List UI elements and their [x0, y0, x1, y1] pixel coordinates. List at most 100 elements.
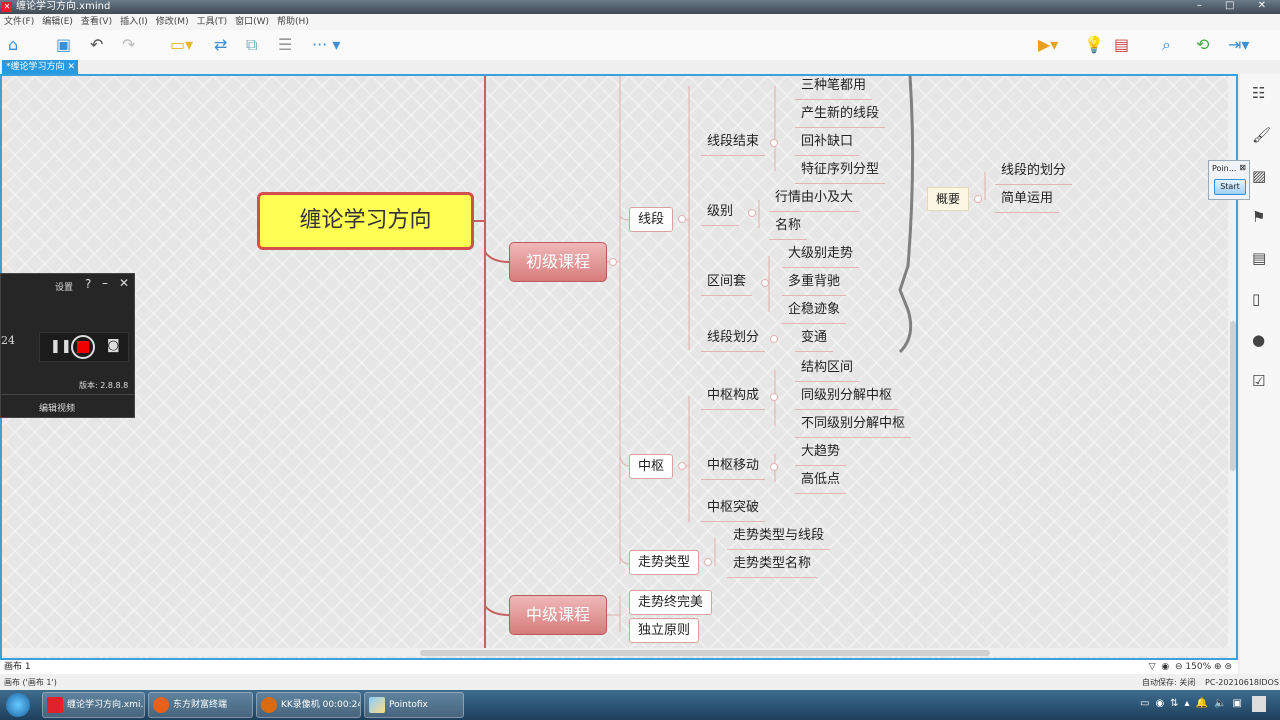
summary-topic[interactable]: 概要	[927, 187, 969, 211]
topic[interactable]: 不同级别分解中枢	[795, 412, 912, 438]
topic-xianduan[interactable]: 线段	[629, 207, 674, 232]
topic[interactable]: 结构区间	[795, 356, 860, 382]
zoom-menu-icon[interactable]: ⊜	[1224, 662, 1232, 672]
topic[interactable]: 线段结束	[701, 130, 766, 156]
taskbar-kk-recorder[interactable]: KK录像机 00:00:24	[256, 692, 361, 718]
format-brush-icon[interactable]: 🖌	[1252, 126, 1272, 144]
topic[interactable]: 线段的划分	[995, 159, 1073, 185]
collapse-icon[interactable]	[974, 195, 982, 203]
edit-video-button[interactable]: 编辑视频	[39, 404, 76, 414]
topic[interactable]: 企稳迹象	[782, 298, 847, 324]
start-button[interactable]	[6, 693, 30, 717]
mindmap-canvas[interactable]: 缠论学习方向 初级课程 中级课程 线段 中枢 走势类型 线段结束 级别 区间套 …	[0, 74, 1238, 660]
font-icon[interactable]: ▤	[1252, 249, 1267, 267]
taskbar-xmind[interactable]: 缠论学习方向.xmi...	[42, 692, 145, 718]
menu-insert[interactable]: 插入(I)	[120, 17, 148, 27]
topic[interactable]: 简单运用	[995, 187, 1060, 213]
central-topic[interactable]: 缠论学习方向	[257, 192, 474, 250]
collapse-icon[interactable]	[748, 209, 756, 217]
sheet-tab[interactable]: 画布 1	[0, 660, 1238, 674]
topic[interactable]: 同级别分解中枢	[795, 384, 899, 410]
redo-icon[interactable]: ↷	[122, 35, 136, 54]
pointofix-close-icon[interactable]: ⊠	[1239, 163, 1246, 172]
save-icon[interactable]: ▣	[56, 35, 72, 54]
gantt-icon[interactable]: ▤	[1114, 35, 1130, 54]
recorder-settings[interactable]: 设置	[55, 283, 74, 293]
topic[interactable]: 大趋势	[795, 440, 847, 466]
collapse-icon[interactable]	[704, 558, 712, 566]
topic[interactable]: 走势终完美	[629, 590, 713, 615]
horizontal-scroll-thumb[interactable]	[420, 650, 990, 656]
topic[interactable]: 产生新的线段	[795, 102, 886, 128]
share-icon[interactable]: ⟲	[1196, 35, 1210, 54]
task-icon[interactable]: ☑	[1252, 372, 1266, 390]
summary-icon[interactable]: ☰	[278, 35, 293, 54]
close-icon[interactable]: ✕	[119, 276, 130, 290]
collapse-icon[interactable]	[609, 258, 617, 266]
notes-icon[interactable]: ▯	[1252, 290, 1261, 308]
show-desktop-icon[interactable]	[1252, 696, 1266, 712]
window-controls[interactable]: – □ ✕	[1196, 0, 1276, 11]
topic-zhongshu[interactable]: 中枢	[629, 454, 674, 479]
minimize-icon[interactable]: –	[102, 276, 108, 290]
collapse-icon[interactable]	[770, 335, 778, 343]
collapse-icon[interactable]	[770, 139, 778, 147]
collapse-icon[interactable]	[770, 393, 778, 401]
vertical-scroll-thumb[interactable]	[1230, 321, 1236, 471]
pointofix-start-button[interactable]: Start	[1214, 179, 1246, 195]
topic[interactable]: 回补缺口	[795, 130, 860, 156]
search-icon[interactable]: ⌕	[1162, 35, 1171, 54]
menu-tools[interactable]: 工具(T)	[196, 17, 228, 27]
eye-icon[interactable]: ◉	[1161, 662, 1170, 672]
topic[interactable]: 大级别走势	[782, 242, 860, 268]
taskbar-eastmoney[interactable]: 东方财富终端	[148, 692, 253, 718]
topic[interactable]: 中枢移动	[701, 454, 766, 480]
autosave-status[interactable]: 自动保存: 关闭	[1142, 678, 1196, 687]
topic[interactable]: 中枢突破	[701, 496, 766, 522]
menu-edit[interactable]: 编辑(E)	[42, 17, 73, 27]
topic[interactable]: 级别	[701, 200, 740, 226]
collapse-icon[interactable]	[678, 215, 686, 223]
topic[interactable]: 线段划分	[701, 326, 766, 352]
pause-icon[interactable]: ❚❚	[50, 339, 72, 354]
image-icon[interactable]: ▨	[1252, 167, 1267, 185]
topic[interactable]: 三种笔都用	[795, 76, 873, 100]
undo-icon[interactable]: ↶	[90, 35, 104, 54]
main-topic-intermediate[interactable]: 中级课程	[509, 595, 607, 635]
filter-icon[interactable]: ▽	[1148, 662, 1156, 672]
idea-icon[interactable]: 💡	[1084, 35, 1104, 54]
menu-window[interactable]: 窗口(W)	[235, 17, 270, 27]
taskbar-pointofix[interactable]: Pointofix	[364, 692, 464, 718]
topic-icon[interactable]: ▭▾	[170, 35, 194, 54]
export-icon[interactable]: ⇥▾	[1228, 35, 1250, 54]
collapse-icon[interactable]	[770, 463, 778, 471]
topic[interactable]: 多重背驰	[782, 270, 847, 296]
help-icon[interactable]: ?	[85, 277, 92, 291]
boundary-icon[interactable]: ⧉	[246, 35, 258, 54]
collapse-icon[interactable]	[678, 462, 686, 470]
topic[interactable]: 走势类型名称	[727, 552, 818, 578]
marker-flag-icon[interactable]: ⚑	[1252, 208, 1266, 226]
outline-icon[interactable]: ☷	[1252, 84, 1266, 102]
camera-icon[interactable]: ◙	[107, 338, 120, 353]
more-icon[interactable]: ··· ▾	[312, 35, 341, 54]
menu-view[interactable]: 查看(V)	[80, 17, 113, 27]
topic[interactable]: 特征序列分型	[795, 158, 886, 184]
presentation-icon[interactable]: ▶▾	[1038, 35, 1059, 54]
topic[interactable]: 区间套	[701, 270, 753, 296]
menu-help[interactable]: 帮助(H)	[277, 17, 309, 27]
topic[interactable]: 行情由小及大	[769, 186, 860, 212]
topic[interactable]: 独立原则	[629, 618, 700, 643]
tab-close-icon[interactable]: ✕	[67, 62, 75, 72]
collapse-icon[interactable]	[761, 279, 769, 287]
menu-file[interactable]: 文件(F)	[4, 17, 35, 27]
relationship-icon[interactable]: ⇄	[214, 35, 228, 54]
topic[interactable]: 变通	[795, 326, 834, 352]
topic[interactable]: 名称	[769, 214, 808, 240]
zoom-out-icon[interactable]: ⊖	[1175, 662, 1183, 672]
topic[interactable]: 高低点	[795, 468, 847, 494]
topic-zoushi[interactable]: 走势类型	[629, 550, 700, 575]
record-stop-button[interactable]	[71, 335, 95, 359]
topic[interactable]: 走势类型与线段	[727, 524, 831, 550]
home-icon[interactable]: ⌂	[8, 35, 19, 54]
